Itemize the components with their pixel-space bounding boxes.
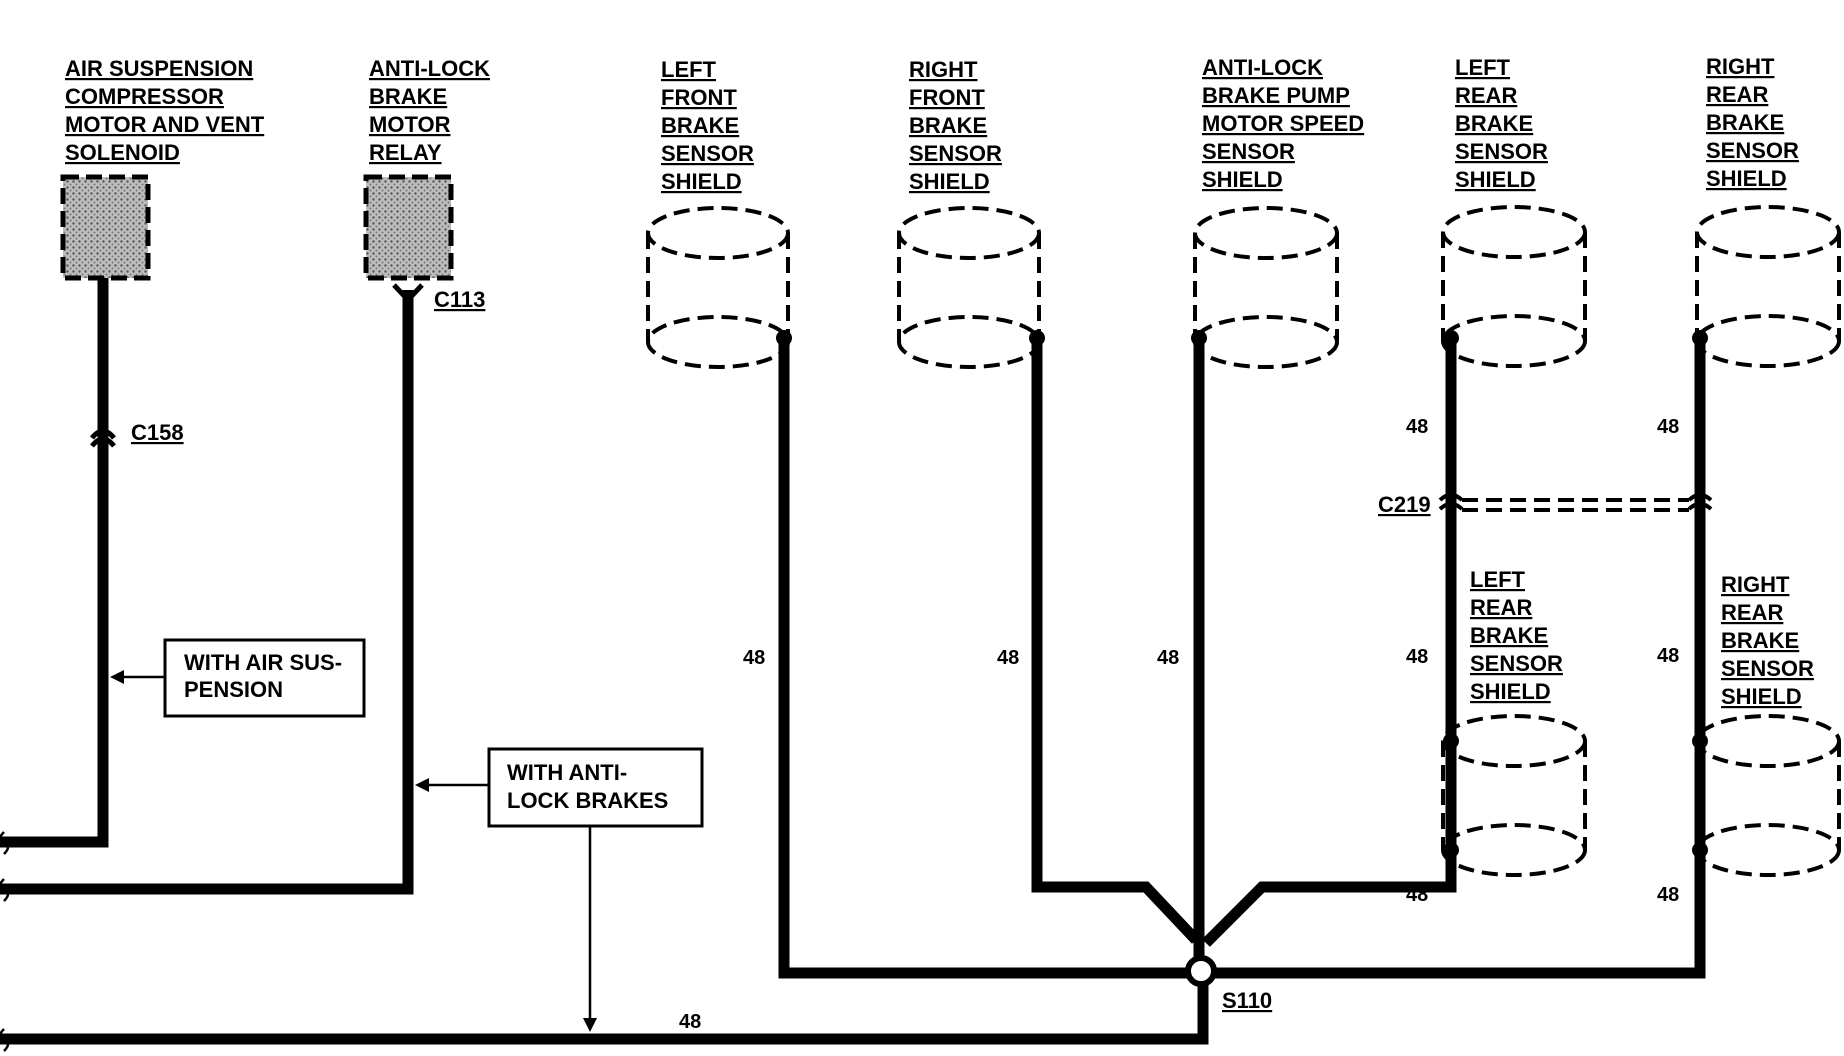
svg-text:SENSOR: SENSOR <box>1202 139 1295 164</box>
svg-text:BRAKE: BRAKE <box>369 84 447 109</box>
right-front-brake-sensor-shield-label: RIGHT FRONT BRAKE SENSOR SHIELD <box>909 57 1002 194</box>
svg-text:SHIELD: SHIELD <box>1706 166 1787 191</box>
svg-text:BRAKE: BRAKE <box>1706 110 1784 135</box>
right-rear-shield-wire <box>1206 338 1706 979</box>
svg-text:SHIELD: SHIELD <box>661 169 742 194</box>
svg-text:FRONT: FRONT <box>909 85 985 110</box>
svg-text:C219: C219 <box>1378 492 1431 517</box>
wire-number-left-front: 48 <box>743 647 765 669</box>
with-anti-lock-brakes-note: WITH ANTI- LOCK BRAKES <box>415 747 704 1032</box>
anti-lock-relay-wire <box>0 290 414 895</box>
svg-text:MOTOR SPEED: MOTOR SPEED <box>1202 111 1364 136</box>
with-air-suspension-note: WITH AIR SUS- PENSION <box>110 638 366 718</box>
svg-text:SENSOR: SENSOR <box>661 141 754 166</box>
svg-text:LEFT: LEFT <box>661 57 717 82</box>
svg-text:MOTOR: MOTOR <box>369 112 451 137</box>
svg-text:BRAKE: BRAKE <box>1470 623 1548 648</box>
right-front-shield-cylinder <box>897 206 1041 369</box>
wire-number-right-rear-lower: 48 <box>1657 884 1679 906</box>
svg-text:SENSOR: SENSOR <box>909 141 1002 166</box>
svg-text:SENSOR: SENSOR <box>1721 656 1814 681</box>
svg-text:SHIELD: SHIELD <box>1470 679 1551 704</box>
wire-number-right-rear-middle: 48 <box>1657 645 1679 667</box>
connector-c158: C158 <box>90 420 184 448</box>
svg-text:LEFT: LEFT <box>1470 567 1526 592</box>
wire-number-right-rear-upper: 48 <box>1657 416 1679 438</box>
left-rear-shield-cylinder-lower <box>1441 714 1587 877</box>
svg-text:BRAKE: BRAKE <box>909 113 987 138</box>
svg-text:RELAY: RELAY <box>369 140 442 165</box>
anti-lock-pump-speed-sensor-shield-label: ANTI-LOCK BRAKE PUMP MOTOR SPEED SENSOR … <box>1202 55 1364 192</box>
svg-text:SENSOR: SENSOR <box>1455 139 1548 164</box>
svg-text:RIGHT: RIGHT <box>1721 572 1790 597</box>
svg-text:ANTI-LOCK: ANTI-LOCK <box>369 56 490 81</box>
svg-text:SENSOR: SENSOR <box>1470 651 1563 676</box>
air-suspension-compressor-component <box>60 174 151 281</box>
right-rear-shield-cylinder-upper <box>1695 205 1841 368</box>
left-rear-brake-sensor-shield-label: LEFT REAR BRAKE SENSOR SHIELD <box>1455 55 1548 192</box>
air-suspension-wire <box>0 278 109 848</box>
svg-text:ANTI-LOCK: ANTI-LOCK <box>1202 55 1323 80</box>
svg-text:WITH AIR SUS-: WITH AIR SUS- <box>184 650 342 675</box>
svg-text:MOTOR AND VENT: MOTOR AND VENT <box>65 112 265 137</box>
splice-s110: S110 <box>1185 955 1272 1013</box>
svg-text:S110: S110 <box>1222 988 1272 1013</box>
svg-text:SHIELD: SHIELD <box>1202 167 1283 192</box>
anti-lock-brake-motor-relay-label: ANTI-LOCK BRAKE MOTOR RELAY <box>369 56 490 165</box>
wire-number-ground-bus: 48 <box>679 1011 701 1033</box>
svg-text:LEFT: LEFT <box>1455 55 1511 80</box>
svg-text:REAR: REAR <box>1455 83 1517 108</box>
svg-text:RIGHT: RIGHT <box>909 57 978 82</box>
svg-text:COMPRESSOR: COMPRESSOR <box>65 84 224 109</box>
svg-text:WITH ANTI-: WITH ANTI- <box>507 760 627 785</box>
svg-text:SHIELD: SHIELD <box>909 169 990 194</box>
svg-text:RIGHT: RIGHT <box>1706 54 1775 79</box>
right-rear-brake-sensor-shield-lower-label: RIGHT REAR BRAKE SENSOR SHIELD <box>1721 572 1814 709</box>
left-front-shield-cylinder <box>646 206 790 369</box>
pump-speed-shield-cylinder <box>1193 206 1339 369</box>
svg-text:SHIELD: SHIELD <box>1721 684 1802 709</box>
svg-text:SENSOR: SENSOR <box>1706 138 1799 163</box>
left-front-shield-wire <box>778 338 1196 979</box>
anti-lock-brake-motor-relay-component <box>363 174 454 281</box>
left-rear-shield-wire <box>1202 338 1457 947</box>
air-suspension-compressor-label: AIR SUSPENSION COMPRESSOR MOTOR AND VENT… <box>65 56 265 165</box>
wire-number-left-rear-middle: 48 <box>1406 646 1428 668</box>
svg-text:REAR: REAR <box>1706 82 1768 107</box>
wire-number-right-front: 48 <box>997 647 1019 669</box>
svg-text:BRAKE: BRAKE <box>1455 111 1533 136</box>
svg-text:PENSION: PENSION <box>184 677 283 702</box>
ground-bus-wire <box>0 980 1209 1045</box>
left-front-brake-sensor-shield-label: LEFT FRONT BRAKE SENSOR SHIELD <box>661 57 754 194</box>
wire-number-left-rear-lower: 48 <box>1406 884 1428 906</box>
right-rear-shield-cylinder-lower <box>1695 714 1841 877</box>
svg-text:FRONT: FRONT <box>661 85 737 110</box>
wire-break-marks <box>0 831 10 1052</box>
wire-number-pump-speed: 48 <box>1157 647 1179 669</box>
svg-text:AIR SUSPENSION: AIR SUSPENSION <box>65 56 253 81</box>
svg-text:SOLENOID: SOLENOID <box>65 140 180 165</box>
connector-c219: C219 <box>1378 492 1713 517</box>
connector-c113: C113 <box>392 283 485 312</box>
svg-text:C113: C113 <box>434 287 485 312</box>
svg-text:REAR: REAR <box>1721 600 1783 625</box>
svg-text:BRAKE: BRAKE <box>1721 628 1799 653</box>
left-rear-brake-sensor-shield-lower-label: LEFT REAR BRAKE SENSOR SHIELD <box>1470 567 1563 704</box>
svg-text:LOCK BRAKES: LOCK BRAKES <box>507 788 668 813</box>
shield-connection-dots <box>776 330 1708 858</box>
right-rear-brake-sensor-shield-label: RIGHT REAR BRAKE SENSOR SHIELD <box>1706 54 1799 191</box>
svg-text:SHIELD: SHIELD <box>1455 167 1536 192</box>
wire-number-left-rear-upper: 48 <box>1406 416 1428 438</box>
left-rear-shield-cylinder-upper <box>1441 205 1587 368</box>
svg-text:REAR: REAR <box>1470 595 1532 620</box>
svg-text:BRAKE: BRAKE <box>661 113 739 138</box>
svg-text:BRAKE PUMP: BRAKE PUMP <box>1202 83 1350 108</box>
svg-text:C158: C158 <box>131 420 184 445</box>
right-front-shield-wire <box>1031 338 1201 944</box>
